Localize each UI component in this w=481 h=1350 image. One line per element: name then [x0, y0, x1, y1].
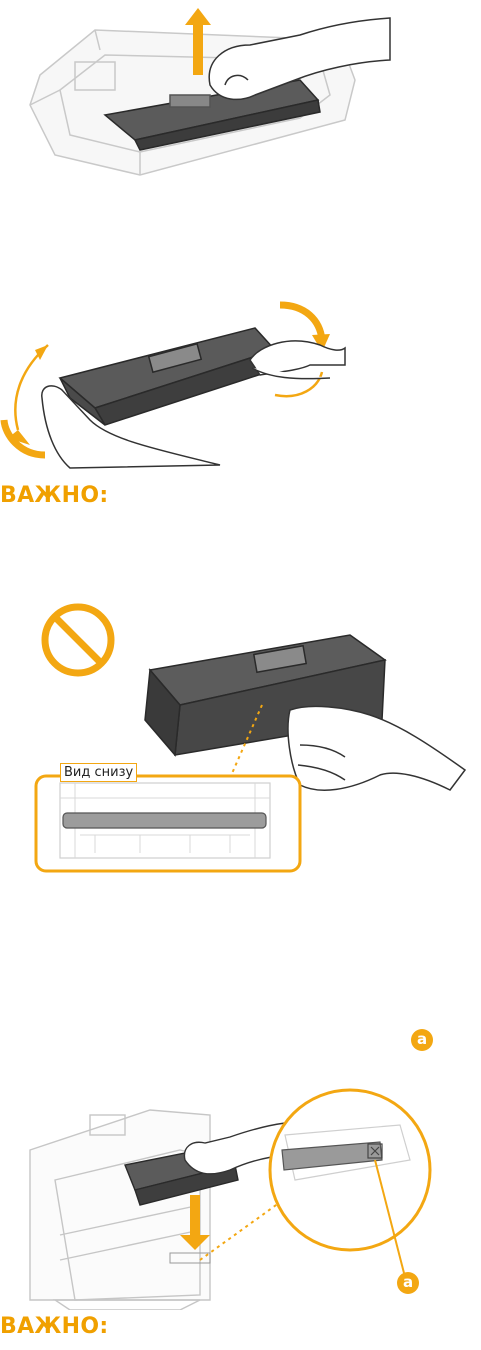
figure-remove-from-packaging	[0, 0, 481, 190]
figure-shake-cartridge	[0, 290, 481, 475]
marker-a-badge: a	[397, 1272, 419, 1294]
figure-do-not-touch-drum	[0, 595, 481, 885]
prohibited-icon	[45, 607, 111, 673]
rotate-arrow-icon	[280, 305, 322, 340]
important-heading: ВАЖНО:	[0, 483, 108, 508]
rotate-arrow-icon	[15, 345, 48, 430]
marker-a-badge: a	[411, 1029, 433, 1051]
important-heading: ВАЖНО:	[0, 1314, 108, 1339]
callout-label: Вид снизу	[60, 763, 137, 782]
